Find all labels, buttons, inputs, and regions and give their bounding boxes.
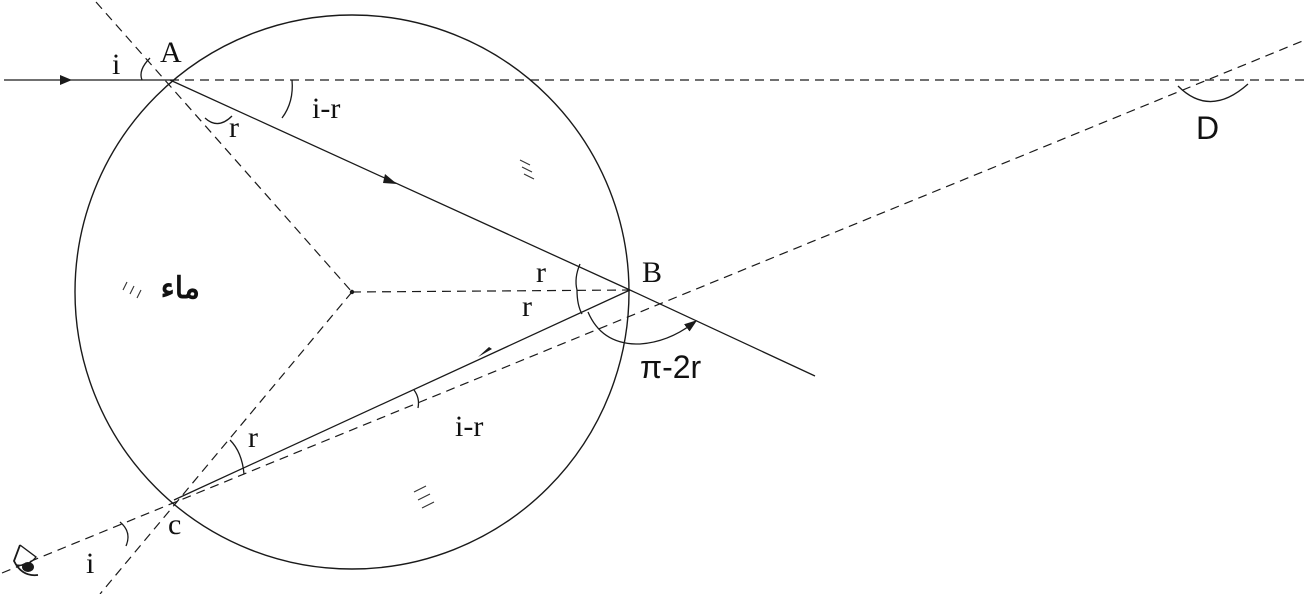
label-refraction-angle-b-upper: r <box>536 256 546 289</box>
label-reflection-deviation: π-2r <box>640 349 702 385</box>
label-medium: ماء <box>161 272 200 305</box>
angle-arc-r-a <box>204 115 233 125</box>
normal-line-a <box>95 1 353 293</box>
angle-arc-r-c <box>229 439 245 475</box>
label-point-b: B <box>642 256 662 289</box>
angle-arc-i-r-c <box>413 389 420 409</box>
emergent-ray-line <box>1 39 1306 574</box>
label-point-d: D <box>1196 110 1219 146</box>
label-incidence-angle-c: i <box>86 547 94 580</box>
angle-arc-d <box>1177 83 1249 103</box>
eye-icon <box>13 544 39 577</box>
normal-line-c <box>99 291 353 594</box>
label-point-c: c <box>168 508 181 541</box>
ray-bc-arrow <box>478 347 492 357</box>
angle-arc-pi-2r <box>587 311 698 345</box>
droplet-circle <box>74 14 630 570</box>
incident-ray-arrow <box>60 75 72 85</box>
reflected-ray-bc <box>173 289 631 501</box>
ray-ab-arrow <box>383 174 397 184</box>
refracted-ray-ab <box>169 79 631 291</box>
label-refraction-angle-c: r <box>248 421 258 454</box>
radius-b <box>351 289 631 293</box>
label-deviation-c: i-r <box>455 410 483 443</box>
label-refraction-angle-b-lower: r <box>522 290 532 323</box>
angle-arc-r-b-upper <box>575 263 581 291</box>
refracted-ray-extension <box>629 289 816 377</box>
angle-arc-i-c <box>119 521 129 547</box>
label-point-a: A <box>160 36 182 69</box>
label-deviation-a: i-r <box>312 92 340 125</box>
water-ripple-icon <box>122 159 535 509</box>
label-refraction-angle-a: r <box>229 111 239 144</box>
angle-arc-i-r-a <box>281 79 293 119</box>
angle-arc-i-a <box>140 57 151 81</box>
angle-arc-r-b-lower <box>576 289 583 315</box>
droplet-center <box>349 289 355 295</box>
label-incidence-angle-a: i <box>112 48 120 81</box>
